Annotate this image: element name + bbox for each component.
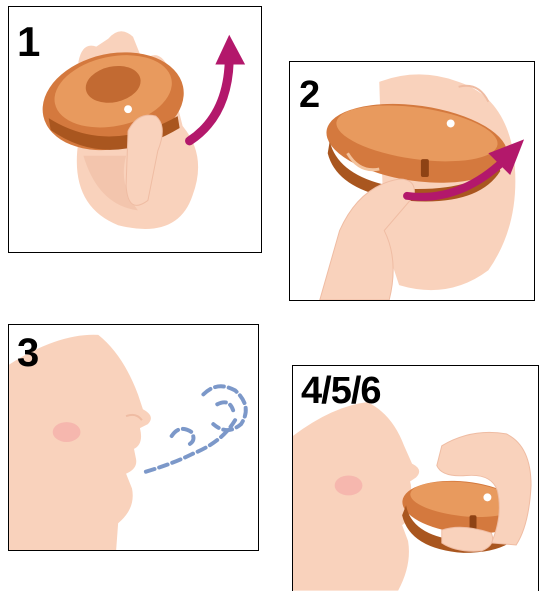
step-4-5-6-label: 4/5/6 <box>301 372 381 410</box>
step-3-illustration <box>9 325 258 550</box>
step-3-label: 3 <box>17 333 38 373</box>
exhale-breath-icon <box>146 386 246 471</box>
step-3-panel: 3 <box>8 324 259 551</box>
step-2-panel: 2 <box>289 61 535 301</box>
step-1-label: 1 <box>17 21 39 63</box>
step-2-label: 2 <box>299 76 319 114</box>
step-1-illustration <box>9 7 261 252</box>
rotate-arrow-icon <box>190 35 246 141</box>
step-2-illustration <box>290 62 534 300</box>
step-4-5-6-panel: 4/5/6 <box>292 365 539 591</box>
step-1-panel: 1 <box>8 6 262 253</box>
